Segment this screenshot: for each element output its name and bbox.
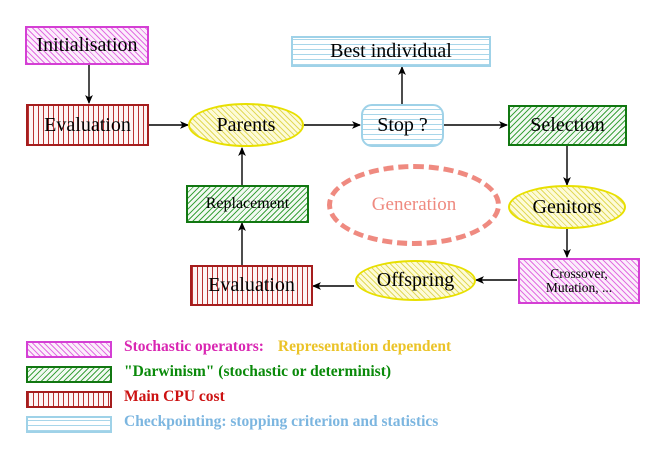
node-crossover-mutation[interactable]: Crossover, Mutation, ...: [518, 258, 640, 304]
node-replacement[interactable]: Replacement: [186, 185, 309, 223]
legend-swatch-blue-horizontal-hatch: [26, 416, 112, 433]
node-parents-label: Parents: [216, 113, 276, 136]
legend-label-checkpointing: Checkpointing: stopping criterion and st…: [124, 413, 438, 431]
legend-swatch-magenta-diagonal-hatch: [26, 341, 112, 358]
legend-label-main-cpu-cost: Main CPU cost: [124, 388, 225, 406]
node-initialisation-label: Initialisation: [36, 34, 138, 56]
legend-text-secondary-0: Representation dependent: [277, 338, 452, 355]
node-offspring[interactable]: Offspring: [355, 260, 476, 301]
legend-label-darwinism: "Darwinism" (stochastic or determinist): [124, 363, 391, 381]
node-evaluation-bottom-label: Evaluation: [208, 274, 295, 296]
node-parents[interactable]: Parents: [188, 103, 304, 147]
node-offspring-label: Offspring: [376, 269, 455, 291]
legend-text-primary-1: "Darwinism" (stochastic or determinist): [124, 363, 392, 380]
legend-text-primary-2: Main CPU cost: [124, 388, 225, 405]
node-selection-label: Selection: [530, 114, 605, 136]
legend-swatch-red-vertical-hatch: [26, 391, 112, 408]
node-replacement-label: Replacement: [205, 194, 290, 212]
legend-row-main-cpu-cost: Main CPU cost: [0, 388, 662, 413]
legend-swatch-green-diagonal-hatch: [26, 366, 112, 383]
legend-text-primary-0: Stochastic operators:: [124, 338, 264, 355]
node-genitors[interactable]: Genitors: [508, 185, 626, 229]
generation-label: Generation: [371, 194, 457, 216]
node-best-individual[interactable]: Best individual: [291, 36, 491, 67]
node-selection[interactable]: Selection: [508, 105, 627, 146]
node-genitors-label: Genitors: [532, 195, 602, 218]
node-evaluation-top[interactable]: Evaluation: [26, 104, 149, 146]
node-crossover-mutation-label: Crossover, Mutation, ...: [545, 265, 613, 295]
legend-text-primary-3: Checkpointing: stopping criterion and st…: [124, 413, 439, 430]
legend-label-stochastic-operators: Stochastic operators: Representation depe…: [124, 338, 451, 356]
node-evaluation-bottom[interactable]: Evaluation: [190, 265, 313, 306]
legend-row-stochastic-operators: Stochastic operators: Representation depe…: [0, 338, 662, 363]
node-best-individual-label: Best individual: [330, 40, 452, 62]
generation-loop-ellipse: Generation: [327, 164, 501, 246]
node-stop[interactable]: Stop ?: [361, 104, 444, 147]
node-evaluation-top-label: Evaluation: [44, 113, 131, 136]
node-stop-label: Stop ?: [377, 114, 428, 136]
legend: Stochastic operators: Representation depe…: [0, 338, 662, 438]
legend-row-checkpointing: Checkpointing: stopping criterion and st…: [0, 413, 662, 438]
legend-row-darwinism: "Darwinism" (stochastic or determinist): [0, 363, 662, 388]
node-initialisation[interactable]: Initialisation: [25, 26, 149, 65]
